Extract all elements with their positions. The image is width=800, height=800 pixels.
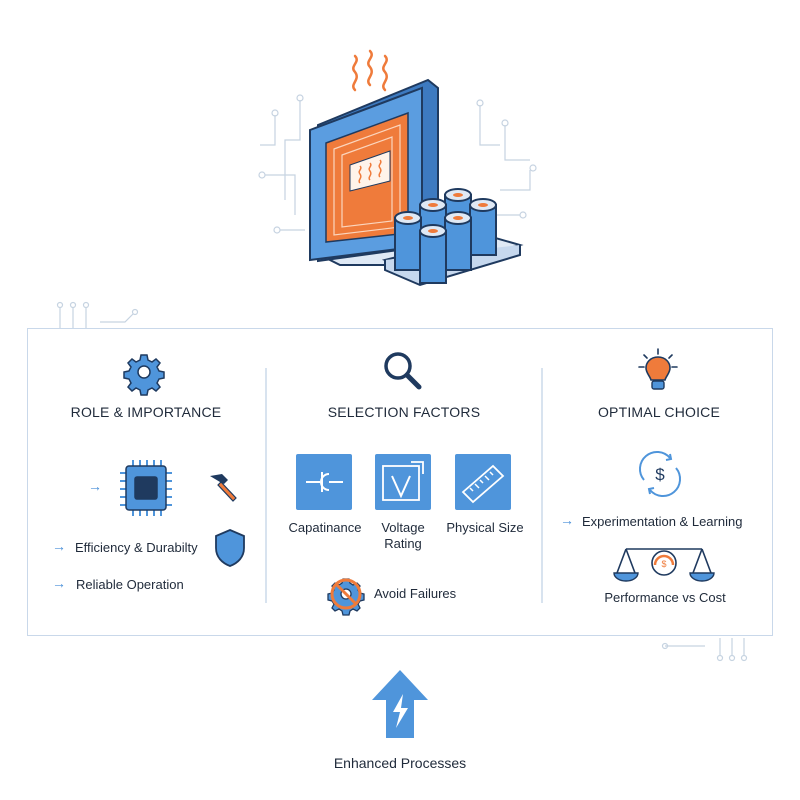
role-item-reliable: Reliable Operation [76, 577, 184, 592]
magnifier-icon [384, 352, 422, 390]
circuit-decoration-icon [56, 301, 139, 328]
avoid-failures-label: Avoid Failures [374, 586, 457, 601]
dollar-cycle-icon: $ [639, 451, 681, 497]
role-item-efficiency: Efficiency & Durabilty [75, 540, 198, 555]
column-divider [541, 368, 543, 603]
arrow-right-icon: → [52, 538, 66, 554]
physical-size-tile [455, 454, 511, 510]
column-divider [265, 368, 267, 603]
optimal-item-experimentation: Experimentation & Learning [582, 514, 743, 529]
voltage-label-line2: Rating [384, 536, 422, 551]
balance-scale-icon: $ [613, 548, 715, 582]
shield-icon [215, 529, 245, 567]
role-title: ROLE & IMPORTANCE [70, 404, 222, 420]
gear-icon [123, 354, 165, 396]
arrow-right-icon: → [88, 478, 102, 494]
no-gear-icon [327, 578, 365, 616]
capacitance-tile [296, 454, 352, 510]
voltage-label-line1: Voltage [381, 520, 425, 535]
svg-text:$: $ [661, 559, 666, 569]
hero-illustration-icon [258, 49, 537, 287]
enhanced-processes-label: Enhanced Processes [333, 755, 467, 771]
voltage-rating-tile [375, 454, 431, 510]
capacitor-symbol-icon [306, 472, 343, 492]
physical-size-label: Physical Size [446, 520, 524, 535]
up-arrow-bolt-icon [372, 670, 428, 738]
circuit-decoration-icon [661, 638, 748, 662]
hammer-icon [210, 474, 237, 502]
chip-icon [120, 460, 172, 516]
ruler-icon [461, 464, 505, 504]
voltage-icon [382, 461, 424, 501]
lightbulb-icon [638, 348, 678, 390]
optimal-title: OPTIMAL CHOICE [597, 404, 721, 420]
capacitance-label: Capatinance [288, 520, 362, 535]
svg-text:$: $ [655, 465, 665, 484]
arrow-right-icon: → [52, 575, 66, 591]
optimal-item-performance: Performance vs Cost [604, 590, 726, 605]
arrow-right-icon: → [560, 512, 574, 528]
selection-title: SELECTION FACTORS [327, 404, 481, 420]
